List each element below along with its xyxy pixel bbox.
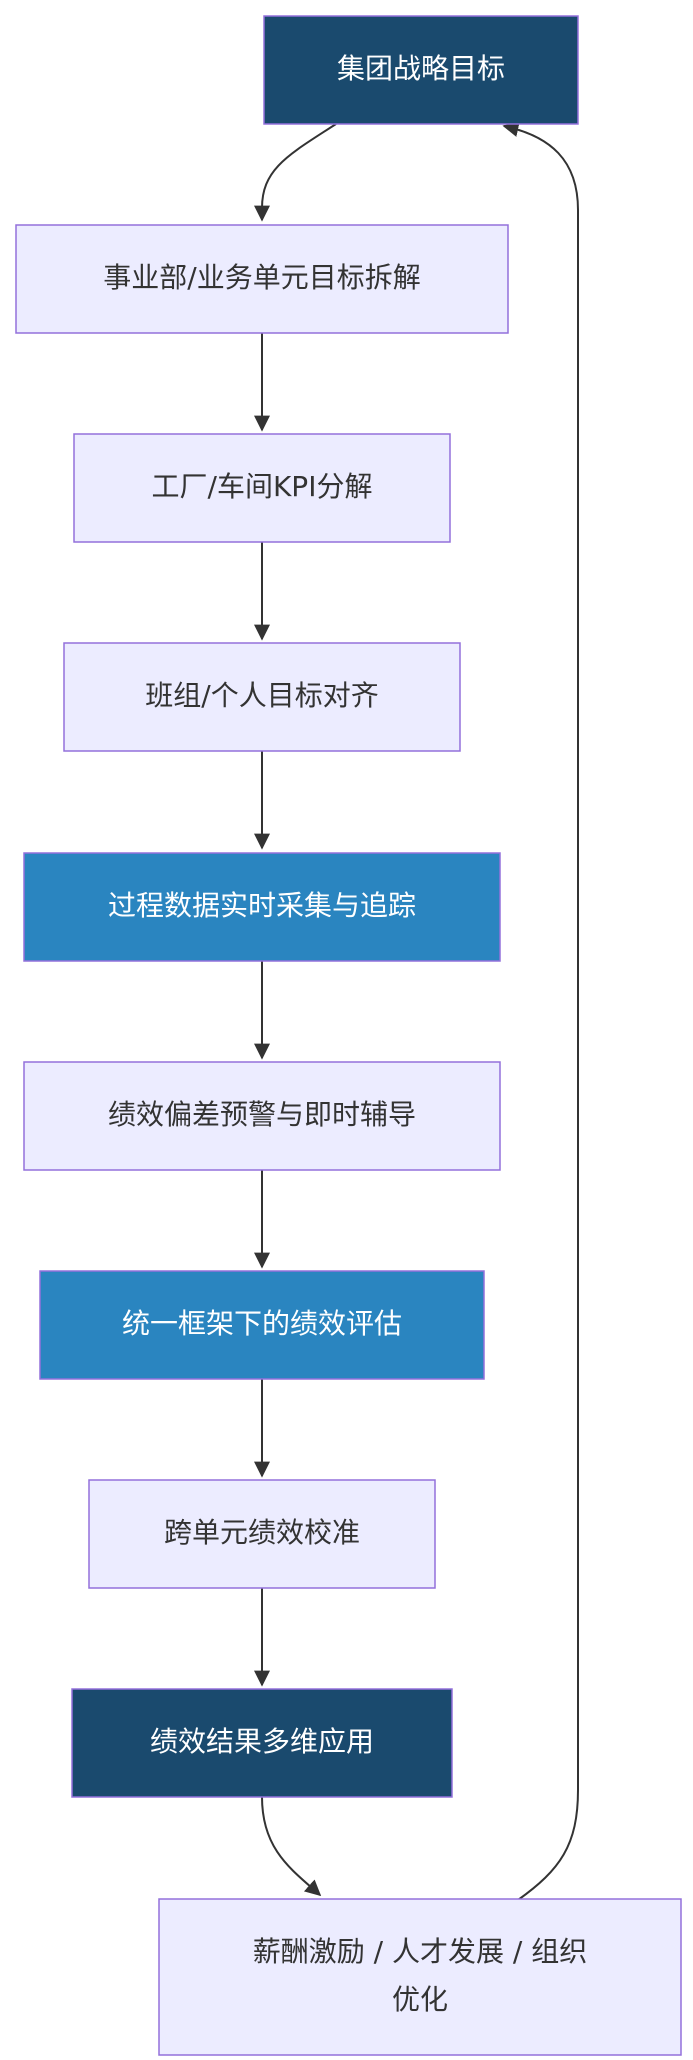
edge-strategy-to-bu [254,123,337,222]
node-group-strategy: 集团战略目标 [263,15,579,125]
node-label: 集团战略目标 [337,52,505,85]
node-label: 事业部/业务单元目标拆解 [103,261,420,294]
node-team-alignment: 班组/个人目标对齐 [63,642,461,752]
node-unified-evaluation: 统一框架下的绩效评估 [39,1270,485,1380]
node-factory-kpi: 工厂/车间KPI分解 [73,433,451,543]
node-bu-decomposition: 事业部/业务单元目标拆解 [15,224,509,334]
node-label: 过程数据实时采集与追踪 [108,889,416,922]
node-label-line-1: 薪酬激励 / 人才发展 / 组织 [253,1935,587,1968]
edge-application-to-outcomes [261,1796,322,1897]
node-label: 统一框架下的绩效评估 [122,1307,402,1340]
node-label: 工厂/车间KPI分解 [152,470,373,503]
node-calibration: 跨单元绩效校准 [88,1479,436,1589]
node-label: 绩效结果多维应用 [150,1725,374,1758]
node-label: 班组/个人目标对齐 [145,679,378,712]
edge-outcomes-to-strategy [502,121,579,1901]
node-label: 绩效偏差预警与即时辅导 [108,1098,416,1131]
node-label: 跨单元绩效校准 [164,1516,360,1549]
node-outcomes: 薪酬激励 / 人才发展 / 组织 优化 [158,1898,682,2056]
node-deviation-coaching: 绩效偏差预警与即时辅导 [23,1061,501,1171]
node-process-tracking: 过程数据实时采集与追踪 [23,852,501,962]
node-label-line-2: 优化 [392,1983,448,2016]
edges [254,121,579,1901]
node-multi-application: 绩效结果多维应用 [71,1688,453,1798]
